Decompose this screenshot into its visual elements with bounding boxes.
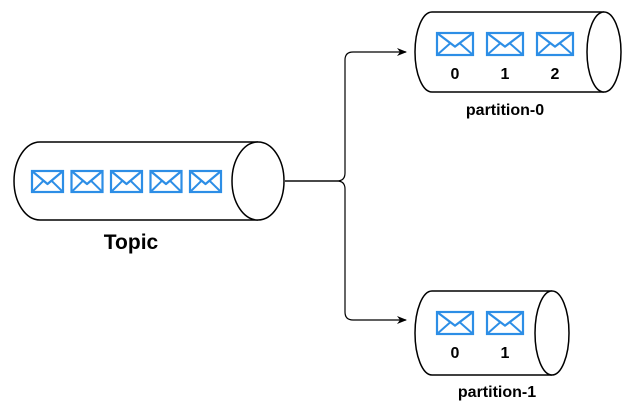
partition-1-label: partition-1	[458, 384, 536, 401]
partition-0-label: partition-0	[466, 102, 544, 119]
cylinder-cap	[231, 141, 285, 221]
envelope-icon	[435, 31, 475, 57]
cylinder-body	[414, 290, 552, 376]
cylinder-cap	[534, 290, 570, 376]
partition-0-cylinder: 0 1 2	[414, 11, 622, 93]
envelope-icon	[109, 169, 144, 194]
envelope-icon	[149, 169, 183, 194]
cylinder-cap	[586, 11, 622, 93]
offset-label: 1	[501, 66, 510, 83]
envelope-icon	[535, 31, 575, 57]
offset-label: 2	[551, 66, 560, 83]
offset-label: 1	[501, 345, 510, 362]
envelope-icon	[485, 310, 525, 336]
connector-lines	[285, 48, 407, 324]
envelope-icon	[188, 169, 223, 194]
offset-label: 0	[451, 345, 460, 362]
envelope-icon	[70, 169, 104, 194]
topic-label: Topic	[104, 231, 159, 254]
envelope-icon	[435, 310, 475, 336]
connector-topic-to-partition-1	[285, 180, 407, 324]
topic-cylinder	[13, 141, 285, 221]
offset-label: 0	[451, 66, 460, 83]
envelope-icon	[30, 169, 65, 194]
connector-topic-to-partition-0	[285, 48, 407, 182]
envelope-icon	[485, 31, 525, 57]
